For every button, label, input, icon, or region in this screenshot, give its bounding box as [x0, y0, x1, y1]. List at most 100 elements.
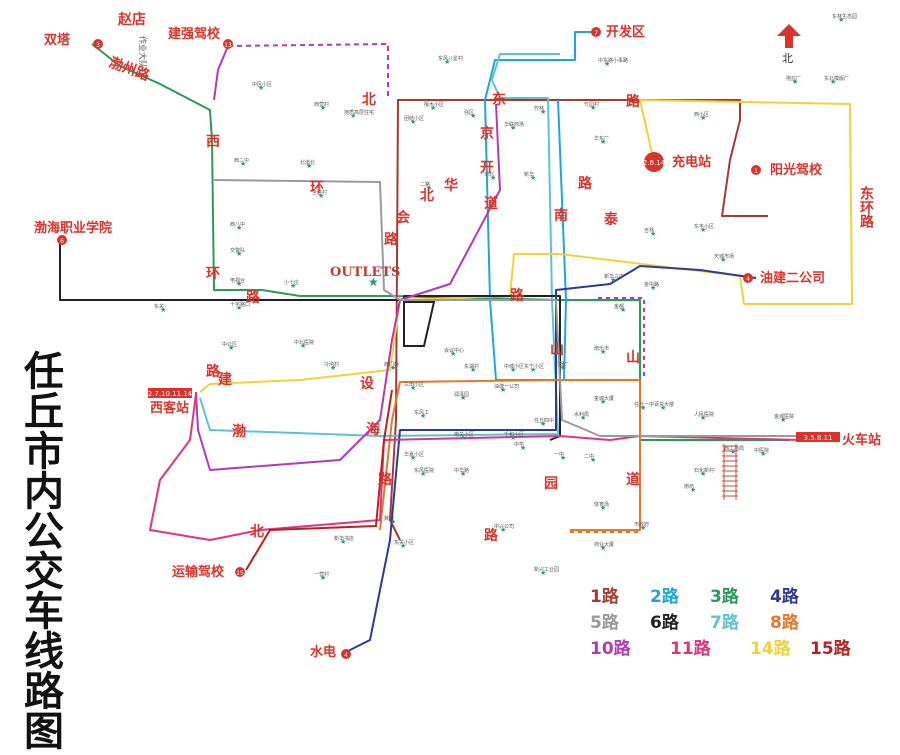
place-star-icon: ★: [460, 434, 466, 442]
place-star-icon: ★: [700, 470, 706, 478]
place-label: 拖拉厂: [786, 75, 801, 82]
place-label: 华东厂: [594, 135, 609, 142]
terminal-number: 7: [594, 30, 598, 37]
road-tai: 泰: [603, 211, 619, 228]
place-label: 乐器厂: [554, 361, 569, 368]
terminal-dot: [743, 273, 753, 283]
place-label: 西工商局: [724, 445, 744, 452]
terminal-number: 15: [236, 570, 244, 577]
place-label: 任丘一中: [634, 401, 654, 408]
place-label: 任丘四中: [534, 417, 554, 424]
place-label: 东风医院: [414, 467, 434, 474]
terminal-dot: [591, 27, 601, 37]
place-label: 体育场: [594, 501, 609, 508]
terminal-label: 火车站: [842, 432, 881, 448]
place-label: 交警队: [230, 247, 245, 254]
place-star-icon: ★: [240, 160, 246, 168]
place-star-icon: ★: [350, 112, 356, 120]
place-star-icon: ★: [400, 542, 406, 550]
place-label: 地质高层住宅: [344, 109, 374, 116]
road-kai: 开: [480, 160, 494, 176]
legend-item: 11路: [670, 639, 711, 659]
route-15-line: [245, 389, 393, 571]
map-title-char: 丘: [24, 389, 64, 435]
terminal-number: 3: [96, 42, 100, 49]
map-title-char: 交: [24, 549, 64, 595]
place-label: 华联商场: [504, 121, 524, 128]
north-label: 北: [782, 52, 793, 64]
map-title: 任丘市内公交车线路图: [14, 352, 74, 752]
place-star-icon: ★: [228, 344, 234, 352]
place-star-icon: ★: [600, 544, 606, 552]
road-lu4: 路: [510, 287, 525, 304]
terminal-dot: [644, 152, 664, 172]
legend-item: 14路: [750, 639, 791, 659]
terminal-label: 水电: [310, 644, 336, 660]
place-star-icon: ★: [500, 526, 506, 534]
place-star-icon: ★: [420, 412, 426, 420]
place-star-icon: ★: [780, 416, 786, 424]
place-label: 一中: [554, 451, 564, 458]
place-label: 新华: [524, 171, 534, 178]
route-1-line: [389, 99, 768, 541]
place-label: 金城医院: [774, 413, 794, 420]
place-star-icon: ★: [426, 184, 432, 192]
route-4-line: [345, 265, 757, 653]
legend-item: 7路: [710, 613, 739, 633]
place-label: 三田小区: [404, 381, 424, 388]
place-markers: ★东风八星村★中东路小事路★拖拉厂★东北模版厂★东林生态园★檀木小区★西营村★地…: [154, 13, 857, 582]
place-label: 中北医院: [294, 339, 314, 346]
place-star-icon: ★: [306, 162, 312, 170]
road-lu2: 路: [626, 93, 641, 110]
place-star-icon: ★: [390, 364, 396, 372]
road-ban: 渤: [232, 423, 246, 440]
place-star-icon: ★: [460, 394, 466, 402]
route-3-line: [91, 43, 790, 441]
place-label: 东丰小区: [694, 223, 714, 230]
place-label: 会议中心: [444, 347, 464, 354]
terminal: 4水电: [310, 644, 351, 660]
terminal-label: 油建二公司: [760, 270, 825, 286]
place-label: 竹园村: [584, 101, 599, 108]
place-label: 东林生态园: [832, 13, 857, 20]
terminal-number: 4: [746, 276, 750, 283]
place-star-icon: ★: [830, 78, 836, 86]
terminal-number: 2.7.10.11.14: [148, 390, 193, 398]
road-she: 设: [360, 376, 375, 392]
place-star-icon: ★: [340, 538, 346, 546]
place-label: 南坊: [684, 483, 694, 490]
place-star-icon: ★: [318, 192, 324, 200]
map-title-char: 车: [24, 589, 64, 635]
place-star-icon: ★: [600, 504, 606, 512]
place-star-icon: ★: [760, 450, 766, 458]
place-star-icon: ★: [640, 404, 646, 412]
map-title-char: 路: [24, 669, 64, 715]
place-star-icon: ★: [460, 470, 466, 478]
place-star-icon: ★: [838, 16, 844, 24]
legend-item: 10路: [590, 639, 631, 659]
terminal-dot: [57, 235, 67, 245]
road-dong1: 东: [492, 91, 506, 108]
place-star-icon: ★: [600, 348, 606, 356]
terminal: 4 油建二公司: [743, 270, 825, 286]
place-label: 东关: [154, 303, 164, 310]
terminal-label: 渤海职业学院: [34, 220, 112, 236]
place-star-icon: ★: [236, 224, 242, 232]
place-label: 二中: [584, 453, 594, 460]
place-star-icon: ★: [510, 124, 516, 132]
map-title-char: 任: [24, 349, 64, 395]
place-label: 中华路: [454, 467, 469, 474]
place-label: 中医院: [754, 447, 769, 454]
road-shan2: 山: [626, 350, 640, 366]
place-star-icon: ★: [530, 174, 536, 182]
place-label: 东宁小区: [524, 363, 544, 370]
route-8-line: [379, 379, 641, 531]
park-area: [403, 301, 436, 347]
legend-item: 2路: [650, 587, 679, 607]
north-arrow-icon: 北: [777, 24, 801, 65]
road-bei3: 北: [250, 524, 264, 540]
place-star-icon: ★: [236, 280, 242, 288]
terminal-number: 6: [60, 238, 64, 245]
place-label: 吉林: [644, 227, 654, 234]
